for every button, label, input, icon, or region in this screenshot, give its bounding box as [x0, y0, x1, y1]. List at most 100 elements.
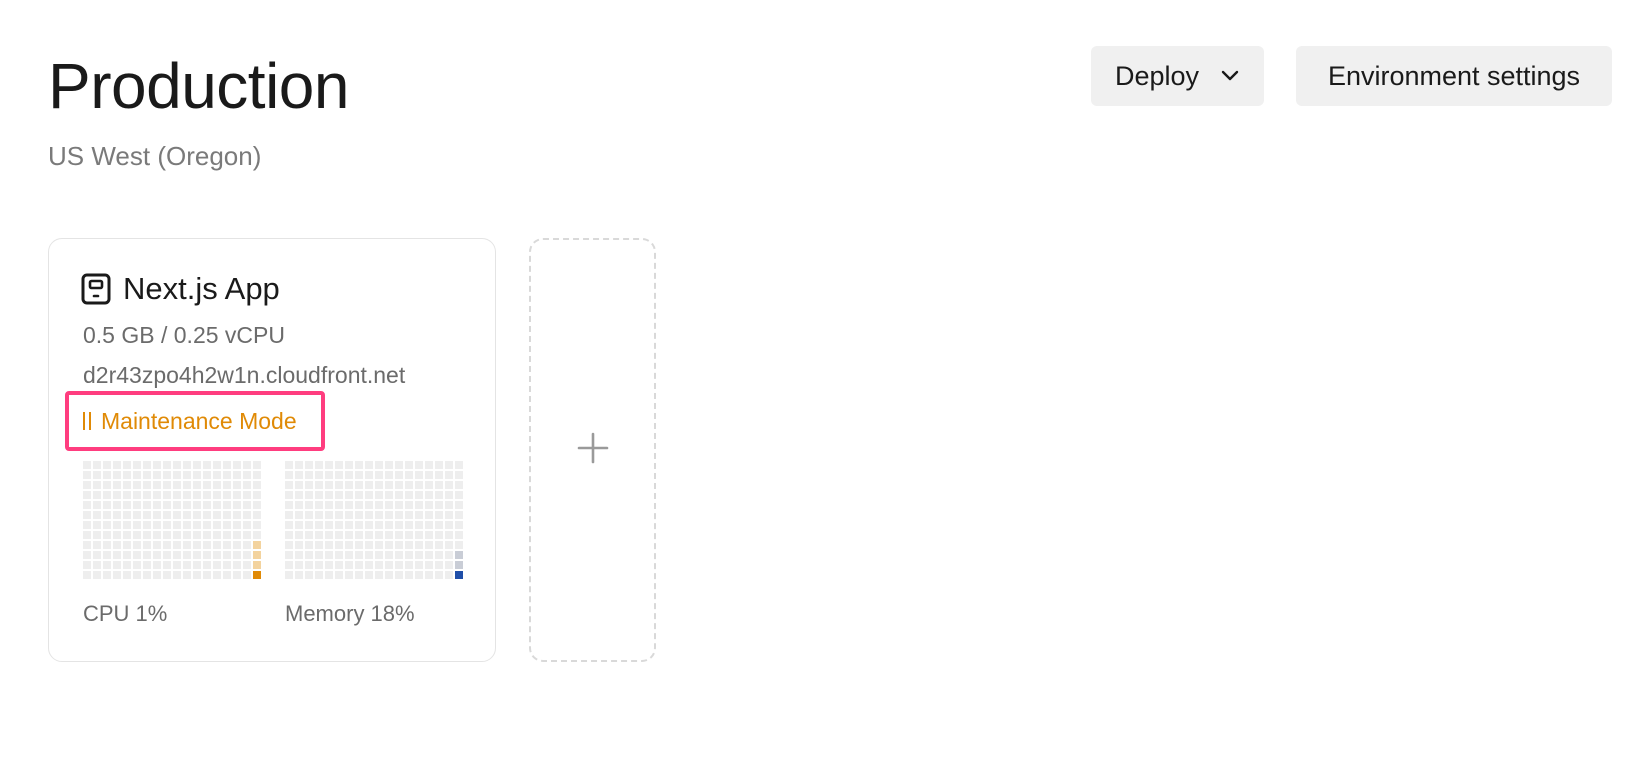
meter-cell — [83, 481, 91, 489]
meter-cell — [213, 521, 221, 529]
meter-cell — [83, 541, 91, 549]
meter-cell — [143, 491, 151, 499]
meter-cell — [405, 521, 413, 529]
meter-cell — [233, 491, 241, 499]
meter-cell — [183, 481, 191, 489]
cpu-usage-meter — [83, 461, 261, 579]
meter-cell — [315, 541, 323, 549]
meter-cell — [285, 561, 293, 569]
meter-cell — [365, 531, 373, 539]
meter-cell — [355, 541, 363, 549]
meter-cell — [123, 521, 131, 529]
meter-cell — [445, 461, 453, 469]
deploy-button[interactable]: Deploy — [1091, 46, 1264, 106]
meter-cell — [153, 521, 161, 529]
meter-cell — [395, 571, 403, 579]
meter-cell — [305, 471, 313, 479]
meter-cell — [285, 551, 293, 559]
meter-cell — [405, 511, 413, 519]
meter-cell — [143, 571, 151, 579]
meter-cell — [435, 521, 443, 529]
meter-cell — [295, 481, 303, 489]
meter-cell — [355, 491, 363, 499]
meter-cell — [123, 551, 131, 559]
page-title: Production — [48, 50, 349, 122]
meter-cell — [385, 481, 393, 489]
meter-cell — [375, 511, 383, 519]
meter-cell — [203, 481, 211, 489]
meter-cell — [133, 571, 141, 579]
meter-cell — [143, 461, 151, 469]
meter-cell — [435, 571, 443, 579]
meter-cell — [213, 551, 221, 559]
meter-cell — [223, 471, 231, 479]
meter-cell — [223, 461, 231, 469]
meter-cell — [405, 561, 413, 569]
meter-cell — [113, 531, 121, 539]
meter-cell — [233, 561, 241, 569]
meter-cell — [253, 501, 261, 509]
meter-cell — [253, 511, 261, 519]
meter-cell — [395, 521, 403, 529]
meter-cell — [315, 471, 323, 479]
maintenance-mode-status[interactable]: Maintenance Mode — [65, 391, 325, 451]
meter-cell — [193, 561, 201, 569]
meter-cell — [173, 461, 181, 469]
meter-cell — [335, 501, 343, 509]
environment-settings-button[interactable]: Environment settings — [1296, 46, 1612, 106]
meter-cell — [395, 561, 403, 569]
meter-cell — [93, 501, 101, 509]
meter-cell — [385, 471, 393, 479]
meter-cell — [113, 481, 121, 489]
meter-cell — [355, 551, 363, 559]
meter-cell — [133, 511, 141, 519]
meter-cell — [163, 501, 171, 509]
meter-cell — [345, 551, 353, 559]
meter-cell — [203, 521, 211, 529]
meter-cell — [243, 501, 251, 509]
service-name[interactable]: Next.js App — [123, 271, 280, 306]
meter-cell — [103, 551, 111, 559]
meter-cell — [143, 511, 151, 519]
meter-cell — [193, 491, 201, 499]
meter-cell — [183, 531, 191, 539]
meter-cell — [345, 471, 353, 479]
meter-cell — [103, 531, 111, 539]
meter-cell — [253, 471, 261, 479]
meter-cell — [355, 571, 363, 579]
meter-cell — [163, 481, 171, 489]
meter-cell — [223, 541, 231, 549]
meter-cell — [345, 531, 353, 539]
meter-cell — [405, 491, 413, 499]
service-card[interactable]: Next.js App 0.5 GB / 0.25 vCPU d2r43zpo4… — [48, 238, 496, 662]
meter-cell — [153, 551, 161, 559]
meter-cell — [415, 461, 423, 469]
meter-cell — [83, 571, 91, 579]
service-header: Next.js App — [81, 269, 280, 309]
meter-cell — [325, 541, 333, 549]
service-host[interactable]: d2r43zpo4h2w1n.cloudfront.net — [83, 362, 406, 388]
meter-cell — [355, 531, 363, 539]
meter-cell — [113, 541, 121, 549]
cpu-usage-label: CPU 1% — [83, 601, 168, 626]
meter-cell — [83, 531, 91, 539]
meter-cell — [435, 551, 443, 559]
meter-cell — [355, 501, 363, 509]
meter-cell — [143, 531, 151, 539]
meter-cell — [93, 511, 101, 519]
meter-cell — [455, 461, 463, 469]
meter-cell — [113, 571, 121, 579]
meter-cell — [365, 571, 373, 579]
meter-cell — [183, 571, 191, 579]
meter-cell — [375, 561, 383, 569]
add-service-button[interactable] — [529, 238, 656, 662]
meter-cell — [415, 541, 423, 549]
meter-cell — [305, 531, 313, 539]
meter-cell — [233, 521, 241, 529]
meter-cell — [133, 501, 141, 509]
meter-cell — [193, 521, 201, 529]
meter-cell — [253, 541, 261, 549]
meter-cell — [305, 501, 313, 509]
meter-cell — [233, 541, 241, 549]
meter-cell — [203, 511, 211, 519]
